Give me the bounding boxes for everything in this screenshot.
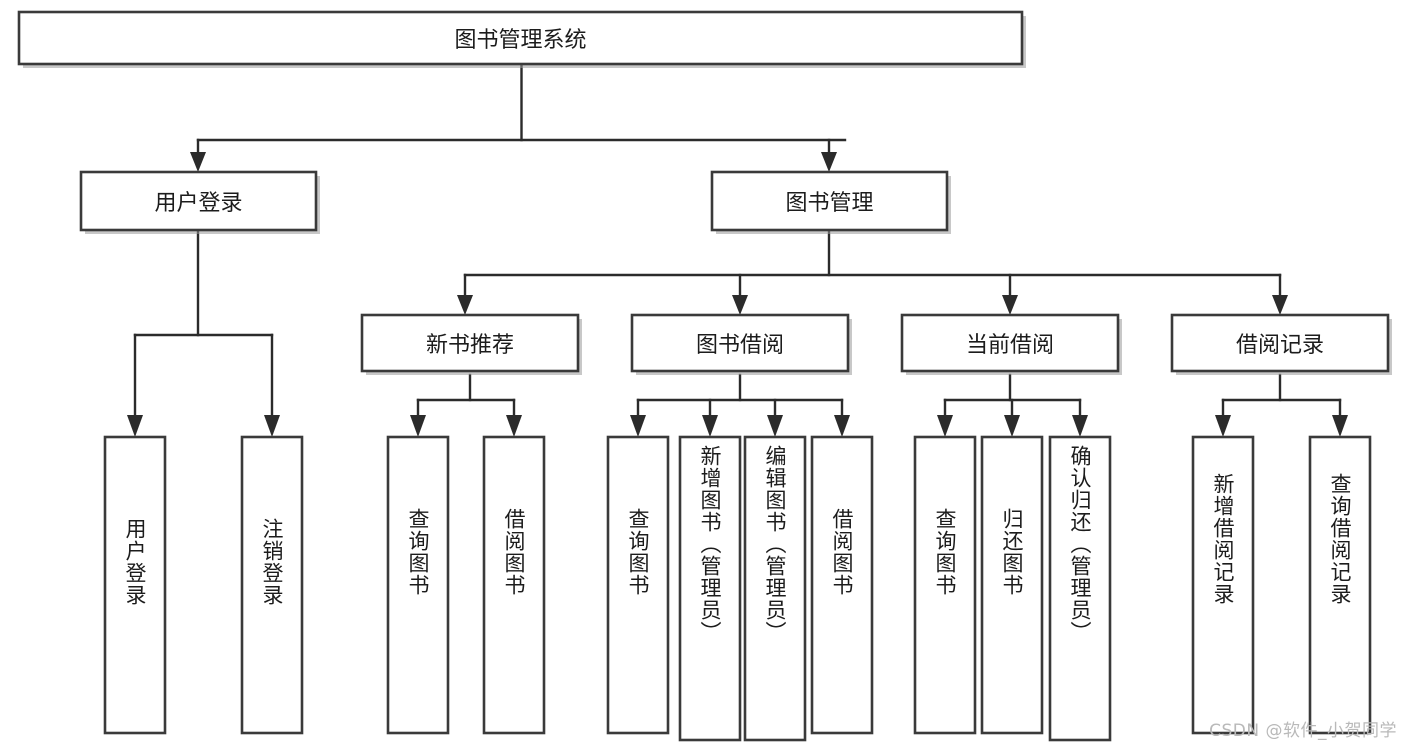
arrowhead-leaf-user-login — [127, 415, 143, 437]
arrowhead-br-query-record — [1332, 415, 1348, 437]
leaf-box-cb-query-book[interactable] — [913, 435, 977, 735]
node-borrow-records[interactable] — [1170, 313, 1392, 375]
leaf-box-nb-borrow-book[interactable] — [482, 435, 546, 735]
leaf-box-logout[interactable] — [240, 435, 304, 735]
edge-group-user-login-leaves — [127, 230, 280, 437]
arrowhead-br-add-record — [1215, 415, 1231, 437]
edge-group-new-book-leaves — [410, 373, 522, 437]
arrowhead-cb-confirm-return — [1072, 415, 1088, 437]
arrowhead-current-borrow — [1002, 295, 1018, 315]
leaf-box-nb-query-book[interactable] — [386, 435, 450, 735]
current-borrow-box[interactable] — [900, 313, 1120, 373]
node-root[interactable] — [17, 10, 1026, 68]
leaf-box-cb-confirm-return[interactable] — [1048, 435, 1112, 742]
root-box[interactable] — [17, 10, 1024, 66]
arrowhead-bb-borrow-book — [834, 415, 850, 437]
leaf-box-br-query-record[interactable] — [1308, 435, 1372, 735]
arrowhead-user-login — [190, 152, 206, 172]
leaf-box-bb-borrow-book[interactable] — [810, 435, 874, 735]
leaf-box-bb-edit-book[interactable] — [743, 435, 807, 742]
borrow-records-box[interactable] — [1170, 313, 1390, 373]
leaf-box-bb-add-book[interactable] — [678, 435, 742, 742]
leaf-boxes — [103, 435, 1372, 742]
node-book-borrow[interactable] — [630, 313, 852, 375]
arrowhead-cb-return-book — [1004, 415, 1020, 437]
arrowhead-new-book-recommend — [457, 295, 473, 315]
arrowhead-book-manage — [821, 152, 837, 172]
arrowhead-nb-query-book — [410, 415, 426, 437]
arrowhead-borrow-records — [1272, 295, 1288, 315]
node-user-login[interactable] — [79, 170, 320, 234]
edge-group-book-borrow-leaves — [630, 373, 850, 437]
arrowhead-cb-query-book — [937, 415, 953, 437]
arrowhead-leaf-logout — [264, 415, 280, 437]
new-book-recommend-box[interactable] — [360, 313, 580, 373]
user-login-box[interactable] — [79, 170, 318, 232]
arrowhead-bb-add-book — [702, 415, 718, 437]
edge-group-current-borrow-leaves — [937, 373, 1088, 437]
leaf-box-user-login[interactable] — [103, 435, 167, 735]
arrowhead-bb-query-book — [630, 415, 646, 437]
node-current-borrow[interactable] — [900, 313, 1122, 375]
edge-group-root-to-level2 — [190, 63, 847, 172]
edge-group-borrow-records-leaves — [1215, 373, 1348, 437]
node-new-book-recommend[interactable] — [360, 313, 582, 375]
leaf-box-cb-return-book[interactable] — [980, 435, 1044, 735]
edge-group-book-manage-to-level3 — [457, 230, 1288, 315]
book-borrow-box[interactable] — [630, 313, 850, 373]
arrowhead-nb-borrow-book — [506, 415, 522, 437]
arrowhead-bb-edit-book — [767, 415, 783, 437]
leaf-box-bb-query-book[interactable] — [606, 435, 670, 735]
leaf-box-br-add-record[interactable] — [1191, 435, 1255, 735]
book-manage-box[interactable] — [710, 170, 949, 232]
node-book-manage[interactable] — [710, 170, 951, 234]
arrowhead-book-borrow — [732, 295, 748, 315]
